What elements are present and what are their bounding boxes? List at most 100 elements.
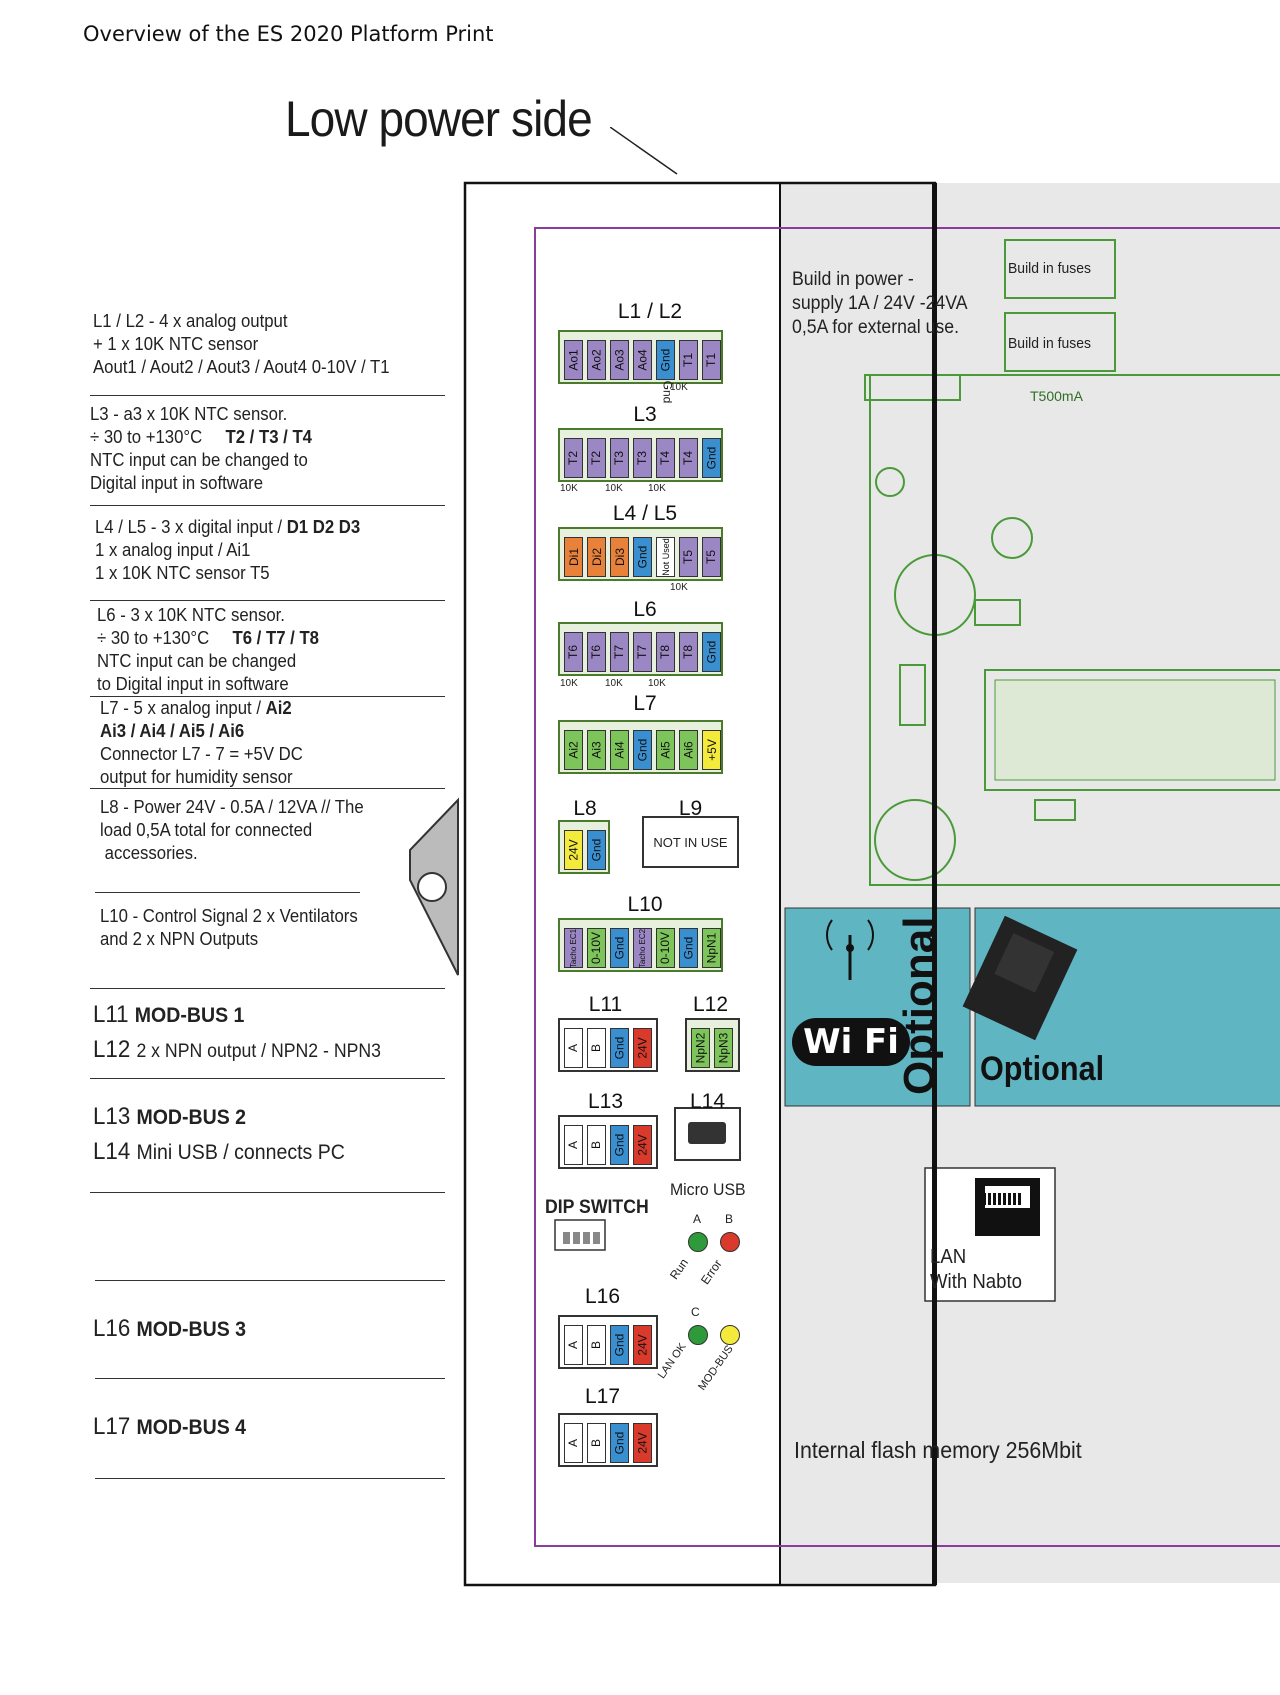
l3-label: L3 xyxy=(633,403,657,426)
pin: T6 xyxy=(564,632,583,672)
desc-l17: L17 MOD-BUS 4 xyxy=(93,1413,247,1440)
l14-label: L14 xyxy=(689,1090,726,1113)
pin: Gnd xyxy=(702,632,721,672)
pin: A xyxy=(564,1423,583,1463)
optional-module-label: Optional xyxy=(980,1050,1105,1088)
document-title: Overview of the ES 2020 Platform Print xyxy=(83,22,494,46)
led-a-label: A xyxy=(693,1212,702,1226)
pin: T8 xyxy=(679,632,698,672)
pin: Ai6 xyxy=(679,730,698,770)
l9-label: L9 xyxy=(678,797,703,820)
pin: T1 xyxy=(702,340,721,380)
separator xyxy=(95,1280,445,1281)
desc-l11-l12: L11 MOD-BUS 1 L12 2 x NPN output / NPN2 … xyxy=(93,1001,381,1063)
lan-ok-led xyxy=(688,1325,708,1345)
fuse-rating: T500mA xyxy=(1030,388,1083,404)
pin: NpN3 xyxy=(714,1028,733,1068)
pin: B xyxy=(587,1325,606,1365)
l13-label: L13 xyxy=(587,1090,624,1113)
run-led xyxy=(688,1232,708,1252)
l12-connector: NpN2 NpN3 xyxy=(685,1018,740,1072)
pin: B xyxy=(587,1028,606,1068)
pin: Gnd xyxy=(633,537,652,577)
pin: NpN2 xyxy=(691,1028,710,1068)
pin: Gnd xyxy=(587,830,606,870)
flash-memory-note: Internal flash memory 256Mbit xyxy=(794,1437,1082,1463)
pin: Di2 xyxy=(587,537,606,577)
separator xyxy=(95,1378,445,1379)
pin: 24V xyxy=(633,1125,652,1165)
separator xyxy=(90,988,445,989)
pin: T5 xyxy=(679,537,698,577)
micro-usb-label: Micro USB xyxy=(670,1180,746,1199)
l4-l5-label: L4 / L5 xyxy=(612,502,678,525)
l10-connector: Tacho EC1 0-10V Gnd Tacho EC2 0-10V Gnd … xyxy=(558,918,723,972)
l8-connector: 24V Gnd xyxy=(558,820,610,874)
resistor-label: 10K xyxy=(670,382,688,393)
l6-label: L6 xyxy=(633,598,657,621)
pin: Tacho EC2 xyxy=(633,928,652,968)
pin: Di3 xyxy=(610,537,629,577)
pin: B xyxy=(587,1423,606,1463)
resistor-label: 10K xyxy=(560,678,578,689)
pin: T3 xyxy=(610,438,629,478)
fuse-label-2: Build in fuses xyxy=(1008,335,1091,352)
pin: 24V xyxy=(633,1028,652,1068)
pin: T3 xyxy=(633,438,652,478)
l8-label: L8 xyxy=(573,797,597,820)
l7-connector: Ai2 Ai3 Ai4 Gnd Ai5 Ai6 +5V xyxy=(558,720,723,774)
pin: B xyxy=(587,1125,606,1165)
pin: Ao2 xyxy=(587,340,606,380)
pin: 0-10V xyxy=(656,928,675,968)
pin: Ai5 xyxy=(656,730,675,770)
l13-connector: A B Gnd 24V xyxy=(558,1115,658,1169)
desc-l1-l2: L1 / L2 - 4 x analog output+ 1 x 10K NTC… xyxy=(93,311,390,377)
l4-l5-connector: Di1 Di2 Di3 Gnd Not Used T5 T5 xyxy=(558,527,723,581)
separator xyxy=(95,892,360,893)
low-power-heading: Low power side xyxy=(285,91,593,147)
pin: Ao4 xyxy=(633,340,652,380)
pin: T4 xyxy=(656,438,675,478)
wifi-logo: Wi Fi xyxy=(792,1018,910,1066)
pin: Gnd xyxy=(610,1125,629,1165)
pin: Ai2 xyxy=(564,730,583,770)
pin: 0-10V xyxy=(587,928,606,968)
pin: 24V xyxy=(633,1325,652,1365)
desc-l16: L16 MOD-BUS 3 xyxy=(93,1315,247,1342)
modbus-led xyxy=(720,1325,740,1345)
pin: Ai3 xyxy=(587,730,606,770)
pin: Di1 xyxy=(564,537,583,577)
led-c-label: C xyxy=(691,1305,700,1319)
heading-pointer-line xyxy=(610,127,678,175)
separator xyxy=(90,696,445,697)
pin: A xyxy=(564,1125,583,1165)
l1-l2-connector: Ao1 Ao2 Ao3 Ao4 Gnd T1 T1 xyxy=(558,330,723,384)
pin: Gnd xyxy=(679,928,698,968)
pin: T2 xyxy=(587,438,606,478)
desc-l6: L6 - 3 x 10K NTC sensor. ÷ 30 to +130°C … xyxy=(97,605,319,694)
l11-label: L11 xyxy=(588,993,623,1016)
ethernet-port-icon xyxy=(983,1193,1023,1205)
pin: +5V xyxy=(702,730,721,770)
l12-label: L12 xyxy=(692,993,729,1016)
pin: 24V xyxy=(564,830,583,870)
pin: T7 xyxy=(633,632,652,672)
optional-vertical-label: Optional xyxy=(895,916,944,1095)
pin: T2 xyxy=(564,438,583,478)
pin: Ai4 xyxy=(610,730,629,770)
pin: Not Used xyxy=(656,537,675,577)
pin: 24V xyxy=(633,1423,652,1463)
pin: NpN1 xyxy=(702,928,721,968)
resistor-label: 10K xyxy=(560,483,578,494)
desc-l13-l14: L13 MOD-BUS 2 L14 Mini USB / connects PC xyxy=(93,1103,345,1165)
l9-not-in-use: NOT IN USE xyxy=(653,835,728,850)
l16-label: L16 xyxy=(584,1285,621,1308)
l11-connector: A B Gnd 24V xyxy=(558,1018,658,1072)
pin: Gnd xyxy=(610,1423,629,1463)
pin: A xyxy=(564,1028,583,1068)
